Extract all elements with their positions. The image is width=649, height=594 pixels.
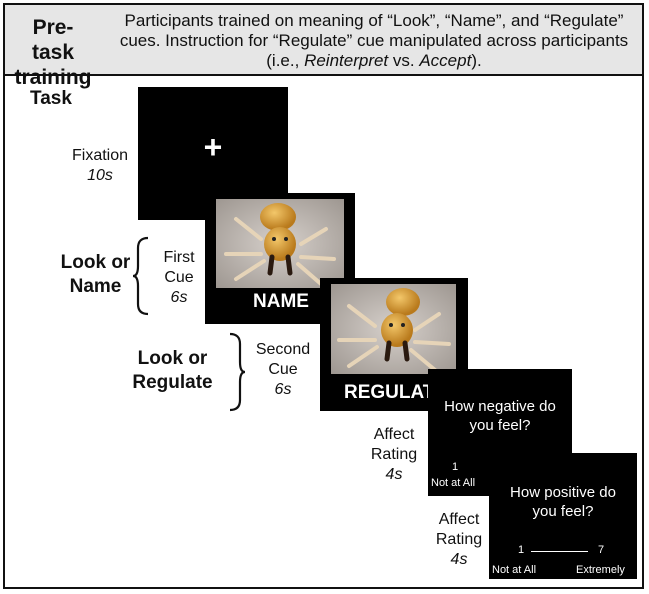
accept-term: Accept [419, 51, 472, 70]
second-cue-group-line2: Regulate [132, 372, 213, 393]
fixation-label: Fixation 10s [60, 146, 140, 186]
positive-scale-min-number: 1 [518, 544, 525, 556]
first-cue-group-line1: Look or [60, 252, 131, 273]
negative-scale-min-label: Not at All [431, 477, 476, 489]
reinterpret-term: Reinterpret [304, 51, 389, 70]
fixation-cross: + [203, 129, 223, 165]
second-cue-group-line1: Look or [137, 348, 208, 369]
pretask-line-2: cues. Instruction for “Regulate” cue man… [119, 31, 629, 50]
second-cue-duration: 6s [274, 381, 292, 398]
positive-question: How positive do you feel? [510, 484, 616, 520]
spider-image-1 [216, 199, 344, 288]
first-cue-brace-icon [132, 236, 149, 316]
spider-image-2 [331, 284, 456, 374]
fixation-label-text: Fixation [71, 147, 129, 164]
first-cue-duration: 6s [170, 289, 188, 306]
pretask-description: Participants trained on meaning of “Look… [113, 11, 635, 71]
negative-rating-label: Affect Rating 4s [360, 425, 428, 485]
pretask-title: Pre-task training [14, 16, 92, 89]
second-cue-group: Look or Regulate [125, 347, 220, 395]
first-cue-label: First Cue 6s [150, 248, 208, 308]
pretask-box: Pre-task training Participants trained o… [3, 3, 644, 89]
negative-question: How negative do you feel? [444, 398, 556, 434]
pretask-line-3: (i.e., Reinterpret vs. Accept). [266, 51, 482, 70]
spider-photo-2 [331, 284, 456, 374]
spider-photo-1 [216, 199, 344, 288]
first-cue-word: NAME [253, 291, 309, 312]
positive-scale-max-number: 7 [598, 544, 605, 556]
task-label: Task [30, 88, 72, 109]
negative-rating-duration: 4s [385, 466, 403, 483]
second-cue-brace-icon [229, 332, 246, 412]
positive-rating-label: Affect Rating 4s [425, 510, 493, 570]
rating-scale-line [531, 551, 588, 552]
second-cue-label: Second Cue 6s [247, 340, 319, 400]
fixation-duration: 10s [87, 167, 113, 184]
positive-rating-screen: How positive do you feel? 1 7 Not at All… [489, 453, 637, 579]
pretask-line-1: Participants trained on meaning of “Look… [124, 11, 624, 30]
first-cue-group-line2: Name [69, 276, 122, 297]
positive-rating-duration: 4s [450, 551, 468, 568]
positive-scale-min-label: Not at All [492, 564, 537, 576]
first-cue-group: Look or Name [48, 251, 143, 299]
second-cue-word: REGULATE [344, 382, 448, 403]
positive-scale-max-label: Extremely [576, 564, 625, 576]
negative-scale-min-number: 1 [452, 461, 459, 473]
